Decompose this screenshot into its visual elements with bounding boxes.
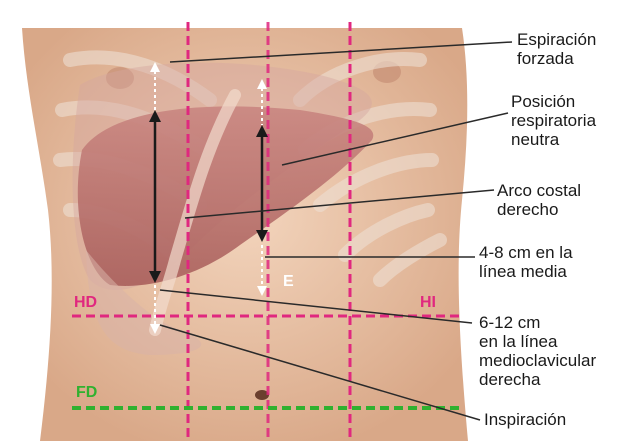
label-espiracion-forzada: Espiración forzada: [517, 30, 596, 68]
label-arco-line1: Arco costal: [497, 181, 581, 200]
label-cm-linea-media: 4-8 cm en la línea media: [479, 243, 573, 281]
label-espiracion-line1: Espiración: [517, 30, 596, 49]
label-medio-line3: medioclavicular: [479, 351, 596, 370]
zone-label-fd: FD: [76, 384, 97, 402]
label-inspiracion: Inspiración: [484, 410, 566, 429]
label-arco-line2: derecho: [497, 200, 558, 219]
zone-label-hd: HD: [74, 294, 97, 312]
label-posicion-line3: neutra: [511, 130, 559, 149]
label-medio-line4: derecha: [479, 370, 540, 389]
label-medio-line1: 6-12 cm: [479, 313, 540, 332]
label-posicion-line1: Posición: [511, 92, 575, 111]
label-espiracion-line2: forzada: [517, 49, 574, 68]
label-posicion-line2: respiratoria: [511, 111, 596, 130]
label-cm-medioclavicular: 6-12 cm en la línea medioclavicular dere…: [479, 313, 596, 389]
zone-label-hi: HI: [420, 294, 436, 312]
zone-label-e: E: [283, 273, 294, 291]
label-medio-line2: en la línea: [479, 332, 557, 351]
label-media-line1: 4-8 cm en la: [479, 243, 573, 262]
label-media-line2: línea media: [479, 262, 567, 281]
label-posicion-respiratoria: Posición respiratoria neutra: [511, 92, 596, 149]
label-arco-costal: Arco costal derecho: [497, 181, 581, 219]
